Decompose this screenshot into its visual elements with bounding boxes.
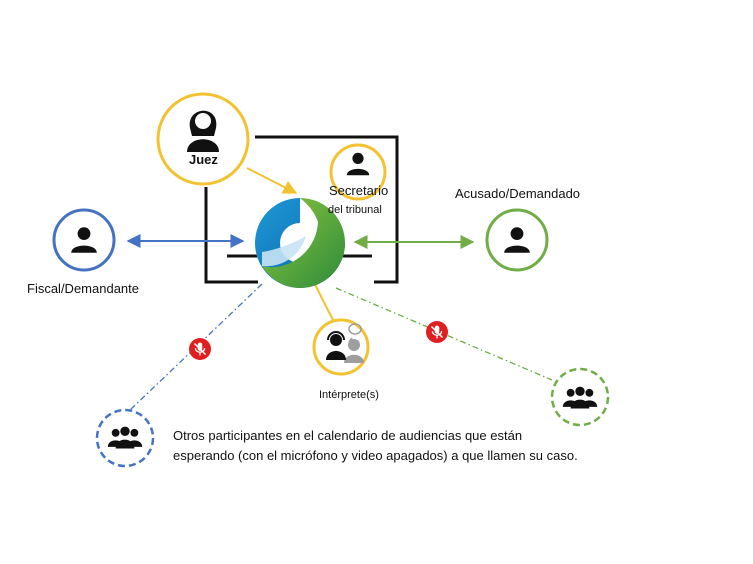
person-female-icon xyxy=(187,110,219,152)
muted-mic-icon xyxy=(426,321,448,343)
secretary-label-line1: Secretario xyxy=(329,183,389,198)
note-line-1: Otros participantes en el calendario de … xyxy=(173,428,523,443)
note-line-2: esperando (con el micrófono y video apag… xyxy=(173,448,578,463)
waiting-circle-right xyxy=(550,367,610,427)
judge-label: Juez xyxy=(189,152,218,167)
secretary-label-line2: del tribunal xyxy=(328,204,382,216)
waiting-participants-note: Otros participantes en el calendario de … xyxy=(173,426,603,466)
webex-logo-icon xyxy=(255,198,345,288)
interpreter-circle xyxy=(312,318,370,376)
muted-mic-icon xyxy=(189,338,211,360)
interpreter-headset-icon xyxy=(326,323,364,363)
courtroom-frame-right xyxy=(255,135,399,284)
interpreter-label: Intérprete(s) xyxy=(319,389,379,401)
prosecutor-label: Fiscal/Demandante xyxy=(27,281,139,296)
judge-arrow xyxy=(246,167,298,194)
defendant-label: Acusado/Demandado xyxy=(455,186,581,201)
waiting-circle-left xyxy=(95,408,155,468)
courtroom-frame-left xyxy=(204,187,258,284)
judge-circle xyxy=(156,92,250,186)
